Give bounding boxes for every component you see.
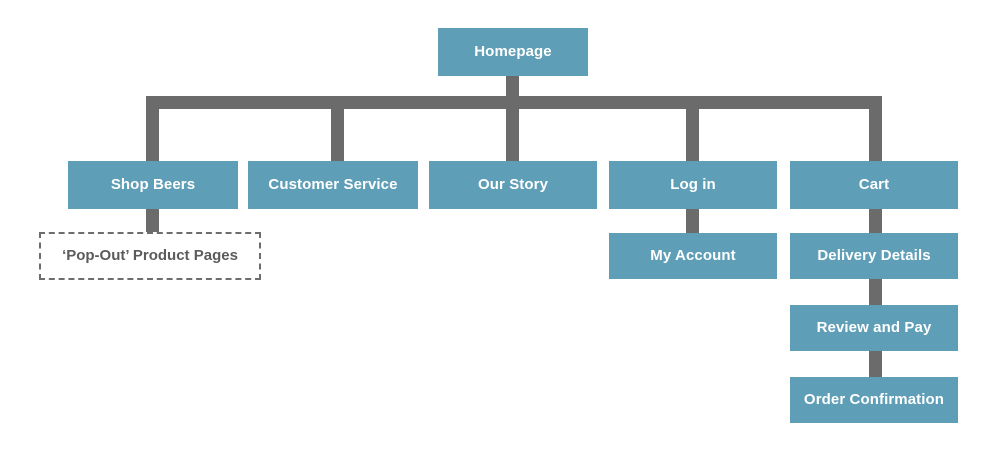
connector-drop-shop-beers: [146, 96, 159, 162]
node-my-account[interactable]: My Account: [609, 233, 777, 279]
connector-drop-customer-service: [331, 96, 344, 162]
node-log-in[interactable]: Log in: [609, 161, 777, 209]
node-pop-out-product-pages[interactable]: ‘Pop-Out’ Product Pages: [39, 232, 261, 280]
connector-drop-our-story: [506, 96, 519, 162]
connector-log-in-to-my-account: [686, 208, 699, 238]
node-our-story[interactable]: Our Story: [429, 161, 597, 209]
node-order-confirmation[interactable]: Order Confirmation: [790, 377, 958, 423]
node-homepage[interactable]: Homepage: [438, 28, 588, 76]
connector-delivery-details-to-review-and-pay: [869, 279, 882, 309]
node-review-and-pay[interactable]: Review and Pay: [790, 305, 958, 351]
node-delivery-details[interactable]: Delivery Details: [790, 233, 958, 279]
connector-drop-log-in: [686, 96, 699, 162]
connector-cart-to-delivery-details: [869, 208, 882, 238]
node-cart[interactable]: Cart: [790, 161, 958, 209]
connector-shop-beers-to-pop-out: [146, 208, 159, 238]
connector-review-and-pay-to-order-confirmation: [869, 351, 882, 381]
node-shop-beers[interactable]: Shop Beers: [68, 161, 238, 209]
node-customer-service[interactable]: Customer Service: [248, 161, 418, 209]
connector-homepage-stem: [506, 76, 519, 99]
connector-drop-cart: [869, 96, 882, 162]
